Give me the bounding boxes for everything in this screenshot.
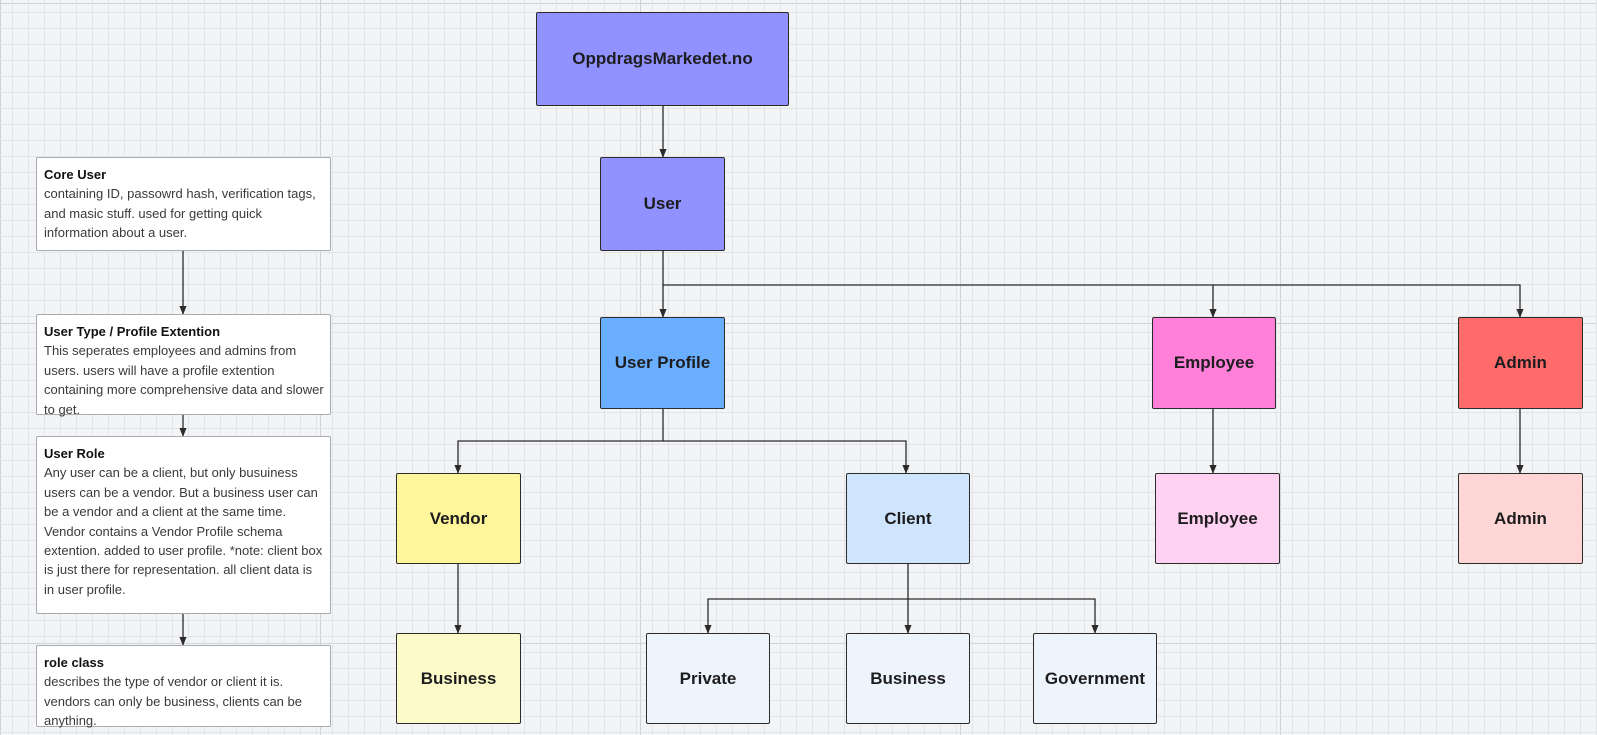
note-title: Core User [44,167,107,182]
note-title: role class [44,655,104,670]
node-client-government[interactable]: Government [1033,633,1157,724]
node-employee[interactable]: Employee [1152,317,1276,409]
node-client-private[interactable]: Private [646,633,770,724]
connector-client-government [908,598,1099,634]
connector-profile-client [663,440,910,474]
note-title: User Role [44,446,105,461]
note-core-user[interactable]: Core User containing ID, passowrd hash, … [36,157,331,251]
node-client[interactable]: Client [846,473,970,564]
note-body: Any user can be a client, but only busui… [44,465,323,597]
node-user-profile[interactable]: User Profile [600,317,725,409]
node-admin[interactable]: Admin [1458,317,1583,409]
note-body: This seperates employees and admins from… [44,343,324,417]
node-admin-sub[interactable]: Admin [1458,473,1583,564]
node-client-business[interactable]: Business [846,633,970,724]
note-body: describes the type of vendor or client i… [44,674,302,729]
node-employee-sub[interactable]: Employee [1155,473,1280,564]
note-title: User Type / Profile Extention [44,324,221,339]
node-vendor-business[interactable]: Business [396,633,521,724]
node-vendor[interactable]: Vendor [396,473,521,564]
connector-profile-vendor [454,409,664,474]
note-body: containing ID, passowrd hash, verificati… [44,186,316,241]
connector-user-admin [1213,284,1524,318]
connector-user-employee [663,284,1217,318]
note-user-role[interactable]: User Role Any user can be a client, but … [36,436,331,614]
node-user[interactable]: User [600,157,725,251]
note-role-class[interactable]: role class describes the type of vendor … [36,645,331,729]
connector-client-private [704,598,908,634]
node-root[interactable]: OppdragsMarkedet.no [536,12,789,106]
note-user-type[interactable]: User Type / Profile Extention This seper… [36,314,331,417]
